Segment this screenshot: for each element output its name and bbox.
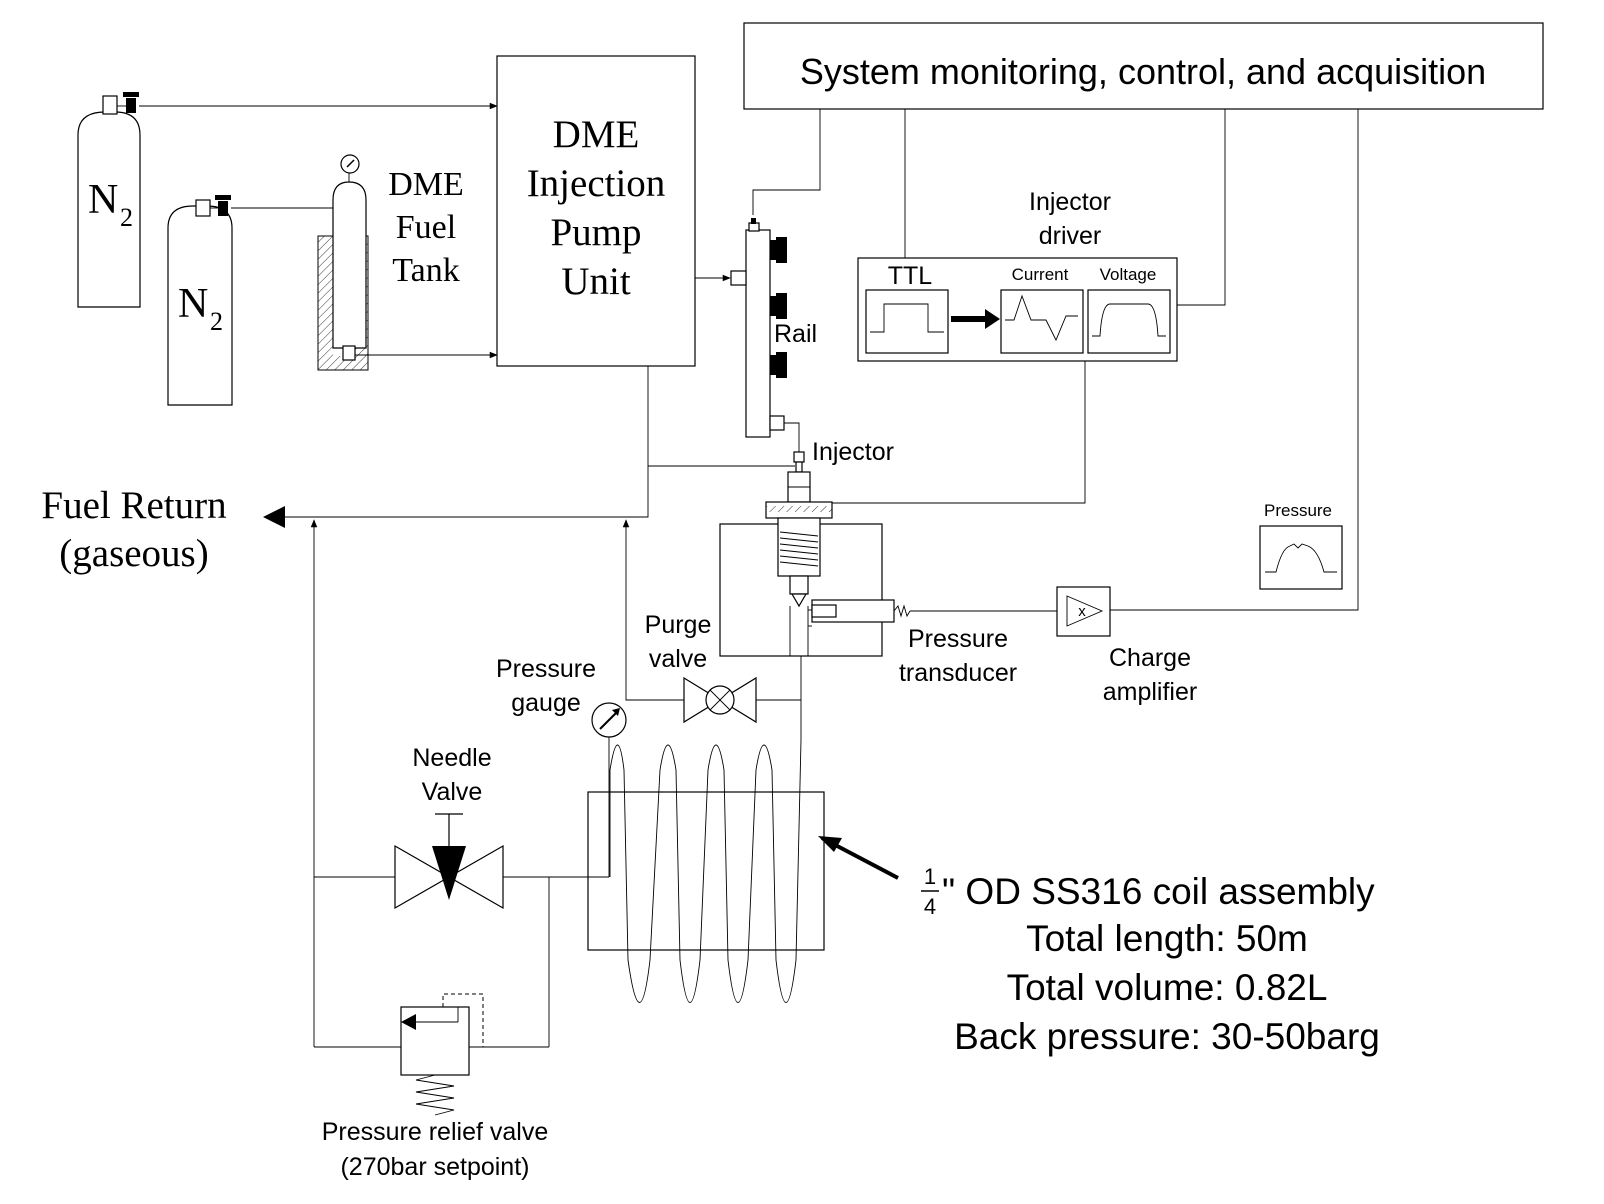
fuel-tank-label-2: Fuel [396,209,456,246]
pressure-gauge-label-2: gauge [511,689,581,717]
pressure-transducer-label-1: Pressure [908,625,1008,653]
pump-label-1: DME [553,113,640,156]
needle-valve: Needle Valve [314,744,609,910]
voltage-scope [1087,289,1171,354]
relief-valve-label-1: Pressure relief valve [322,1118,548,1146]
combustion-chamber [719,517,883,657]
pump-return-line-lower [625,466,649,518]
needle-valve-label-1: Needle [412,744,491,772]
ttl-scope [865,289,949,354]
fuel-tank-label-1: DME [388,166,464,203]
pressure-scope: Pressure [1259,501,1343,590]
fuel-return-label-2: (gaseous) [59,532,208,575]
coil-description: 1 4 " OD SS316 coil assembly Total lengt… [921,864,1380,1057]
system-monitoring-box: System monitoring, control, and acquisit… [743,22,1544,110]
injector-driver: Injector driver TTL Current Voltage [857,188,1178,362]
coil-detail-length: Total length: 50m [1026,918,1308,959]
coil-fraction-denominator: 4 [924,894,936,919]
pressure-transducer: Pressure transducer [811,599,1017,687]
fuel-tank-label-3: Tank [392,252,460,289]
injector-driver-label-2: driver [1039,222,1102,250]
n2-label-small: N [178,281,208,327]
pressure-gauge-label-1: Pressure [496,655,596,683]
ttl-label: TTL [888,262,933,290]
injector-label: Injector [812,438,894,466]
purge-valve-label-1: Purge [645,611,712,639]
driver-signal-to-injector [832,361,1086,504]
fuel-return: Fuel Return (gaseous) [41,484,648,575]
fuel-return-arrow [263,506,285,528]
coil-title: " OD SS316 coil assembly [942,871,1375,912]
pump-label-4: Unit [561,260,631,303]
pressure-relief-valve: Pressure relief valve (270bar setpoint) [314,877,550,1181]
n2-cylinder-large: N 2 [77,92,141,308]
relief-valve-label-2: (270bar setpoint) [340,1153,529,1181]
voltage-label: Voltage [1100,265,1157,284]
charge-amplifier-label-2: amplifier [1103,678,1197,706]
purge-valve: Purge valve [645,611,757,724]
current-label: Current [1012,265,1069,284]
rail-label: Rail [774,320,817,348]
pump-label-2: Injection [527,162,666,205]
needle-valve-label-2: Valve [422,778,483,806]
pump-label-3: Pump [550,211,641,254]
n2-subscript-large: 2 [120,203,133,232]
pressure-gauge: Pressure gauge [496,655,627,877]
amplifier-symbol: x [1078,603,1086,620]
injector: Injector [765,438,894,519]
charge-amplifier-label-1: Charge [1109,644,1191,672]
system-signal-lines [752,109,1359,611]
coil-fraction-numerator: 1 [924,864,936,889]
dme-injection-pump-unit: DME Injection Pump Unit [496,55,696,367]
n2-subscript-small: 2 [210,307,223,336]
coil-detail-back-pressure: Back pressure: 30-50barg [954,1016,1380,1057]
fuel-return-label-1: Fuel Return [41,484,226,527]
common-rail: Rail [730,218,817,452]
n2-cylinder-small: N 2 [167,195,233,406]
coil-assembly [587,739,899,1003]
pressure-transducer-label-2: transducer [899,659,1017,687]
injector-driver-label-1: Injector [1029,188,1111,216]
coil-detail-volume: Total volume: 0.82L [1007,967,1328,1008]
current-scope [1000,289,1084,354]
purge-valve-label-2: valve [649,645,707,673]
charge-amplifier: x Charge amplifier [1056,586,1197,706]
system-monitoring-label: System monitoring, control, and acquisit… [800,51,1486,92]
pressure-scope-label: Pressure [1264,501,1332,520]
n2-label-large: N [88,177,118,223]
dme-fuel-tank: DME Fuel Tank [317,154,464,371]
